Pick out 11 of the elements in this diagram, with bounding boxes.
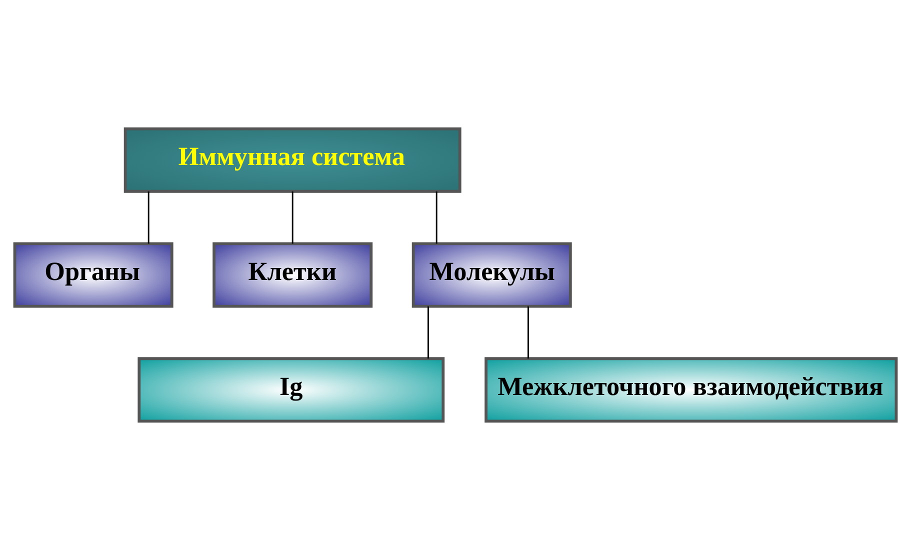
node-box: Иммунная система	[124, 126, 462, 192]
node-box: Молекулы	[412, 242, 572, 308]
connector	[428, 306, 429, 358]
connector	[148, 191, 150, 244]
node-box: Органы	[13, 242, 174, 308]
connector	[528, 306, 529, 358]
connector	[436, 191, 438, 244]
node-box: Межклеточного взаимодействия	[484, 356, 898, 422]
connector	[292, 191, 294, 244]
node-box: Ig	[138, 356, 445, 422]
node-box: Клетки	[212, 242, 373, 308]
